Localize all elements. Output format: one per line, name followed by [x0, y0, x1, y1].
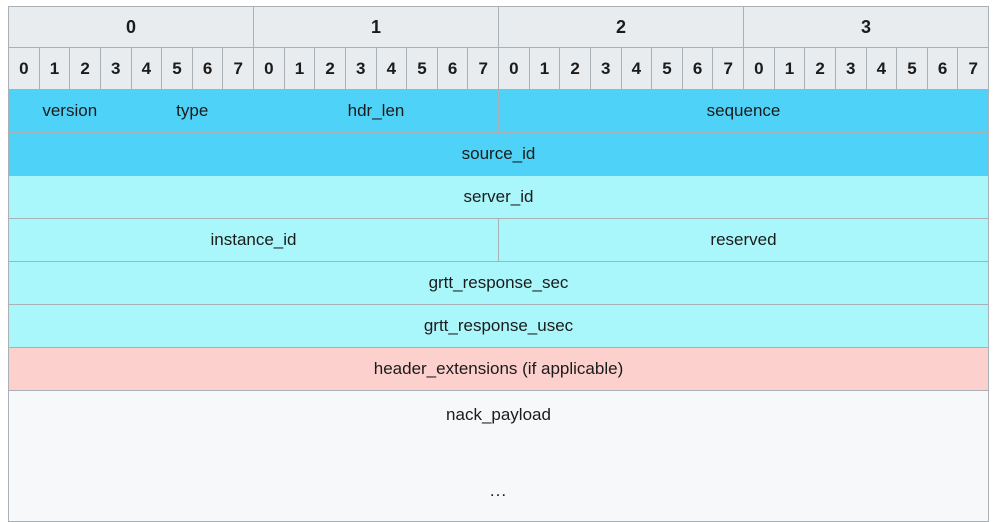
field-hdr-len: hdr_len [253, 89, 499, 133]
bit-index-21: 5 [651, 47, 683, 90]
field-header-extensions-if-applicable: header_extensions (if applicable) [8, 347, 989, 391]
bit-index-25: 1 [773, 47, 806, 90]
bit-index-18: 2 [559, 47, 591, 90]
field-server-id: server_id [8, 175, 989, 219]
bit-index-0: 0 [8, 47, 40, 90]
field-instance-id: instance_id [8, 218, 499, 262]
bit-index-17: 1 [528, 47, 561, 90]
bit-index-11: 3 [344, 47, 377, 90]
bit-index-2: 2 [69, 47, 101, 90]
payload-continuation-ellipsis: ... [489, 481, 508, 500]
field-nack-payload: nack_payload... [8, 390, 989, 522]
byte-index-0: 0 [8, 6, 254, 48]
field-grtt-response-usec: grtt_response_usec [8, 304, 989, 348]
row-server-id: server_id [8, 175, 989, 219]
bit-index-9: 1 [283, 47, 316, 90]
field-version: version [8, 89, 132, 133]
bit-index-29: 5 [896, 47, 928, 90]
field-type: type [130, 89, 254, 133]
field-reserved: reserved [498, 218, 989, 262]
field-source-id: source_id [8, 132, 989, 176]
bit-index-16: 0 [498, 47, 530, 90]
byte-index-3: 3 [743, 6, 989, 48]
bit-index-23: 7 [712, 47, 744, 90]
bit-index-5: 5 [161, 47, 193, 90]
bit-index-31: 7 [957, 47, 989, 90]
bit-index-8: 0 [253, 47, 285, 90]
bit-index-30: 6 [926, 47, 959, 90]
bit-index-13: 5 [406, 47, 438, 90]
bit-index-20: 4 [620, 47, 653, 90]
row-grtt-response-usec: grtt_response_usec [8, 304, 989, 348]
bit-index-19: 3 [589, 47, 622, 90]
bit-index-4: 4 [130, 47, 163, 90]
bit-index-24: 0 [743, 47, 775, 90]
bit-index-15: 7 [467, 47, 499, 90]
nack-payload-label: nack_payload [446, 405, 551, 424]
bit-index-14: 6 [436, 47, 469, 90]
bit-index-27: 3 [834, 47, 867, 90]
bit-index-10: 2 [314, 47, 346, 90]
bit-index-6: 6 [191, 47, 224, 90]
bit-index-26: 2 [804, 47, 836, 90]
byte-index-2: 2 [498, 6, 744, 48]
bit-index-12: 4 [375, 47, 408, 90]
byte-index-1: 1 [253, 6, 499, 48]
row-nack-payload: nack_payload... [8, 390, 989, 522]
row-grtt-response-sec: grtt_response_sec [8, 261, 989, 305]
row-source-id: source_id [8, 132, 989, 176]
bit-index-7: 7 [222, 47, 254, 90]
bit-index-1: 1 [38, 47, 71, 90]
bit-index-28: 4 [865, 47, 898, 90]
field-grtt-response-sec: grtt_response_sec [8, 261, 989, 305]
bit-index-22: 6 [681, 47, 714, 90]
row-header-extensions: header_extensions (if applicable) [8, 347, 989, 391]
bit-index-3: 3 [99, 47, 132, 90]
field-sequence: sequence [498, 89, 989, 133]
